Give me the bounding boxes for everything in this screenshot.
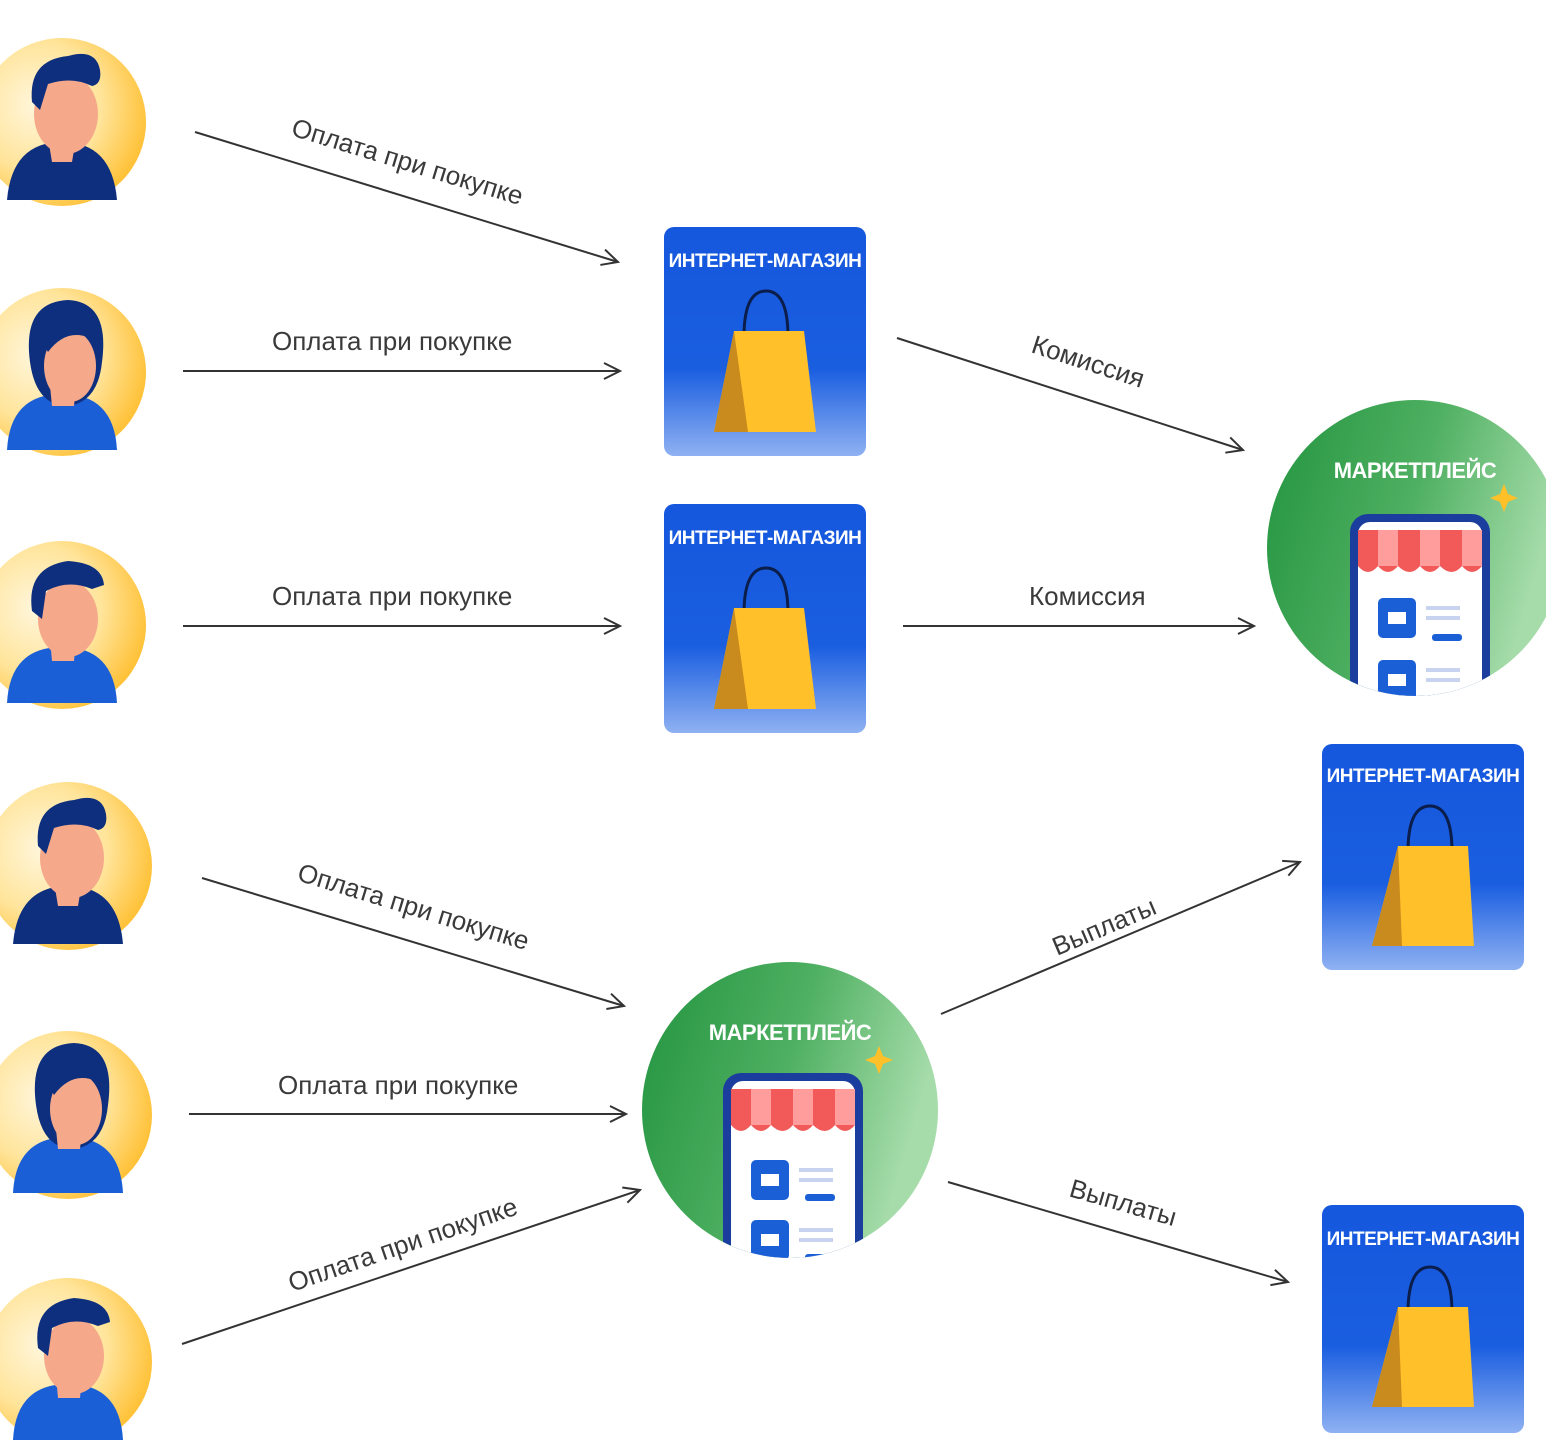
bottom-buyer-2	[0, 1031, 152, 1199]
bottom-payment-arrow-3	[181, 1190, 640, 1345]
marketplace-title: МАРКЕТПЛЕЙС	[1334, 458, 1497, 483]
bottom-payout-arrow-1	[940, 862, 1300, 1015]
female-buyer-icon	[0, 288, 146, 456]
bottom-payout-label-1: Выплаты	[1048, 891, 1161, 962]
top-marketplace: МАРКЕТПЛЕЙС	[1267, 400, 1546, 696]
top-commission-label-2: Комиссия	[1029, 581, 1146, 611]
shopping-bag-icon	[714, 289, 816, 432]
male-buyer-icon	[0, 541, 146, 709]
store-title: ИНТЕРНЕТ-МАГАЗИН	[1327, 1229, 1520, 1250]
top-payment-label-2: Оплата при покупке	[272, 326, 512, 356]
store-title: ИНТЕРНЕТ-МАГАЗИН	[669, 251, 862, 272]
store-title: ИНТЕРНЕТ-МАГАЗИН	[669, 528, 862, 549]
top-buyer-1	[0, 38, 146, 206]
top-store-2: ИНТЕРНЕТ-МАГАЗИН	[664, 504, 866, 733]
bottom-payout-arrow-2	[947, 1181, 1288, 1282]
bottom-payment-label-2: Оплата при покупке	[278, 1070, 518, 1100]
top-commission-arrow-1	[896, 337, 1243, 450]
shopping-bag-icon	[1372, 804, 1474, 946]
top-payment-arrow-1	[194, 131, 618, 262]
marketplace-title: МАРКЕТПЛЕЙС	[709, 1020, 872, 1045]
bottom-buyer-3	[0, 1278, 152, 1440]
male-buyer-icon	[0, 38, 146, 206]
sparkle-icon	[865, 1046, 893, 1074]
top-payment-label-3: Оплата при покупке	[272, 581, 512, 611]
top-buyer-2	[0, 288, 146, 456]
bottom-marketplace: МАРКЕТПЛЕЙС	[642, 962, 938, 1258]
top-commission-label-1: Комиссия	[1028, 329, 1148, 394]
bottom-store-1: ИНТЕРНЕТ-МАГАЗИН	[1322, 744, 1524, 970]
shopping-bag-icon	[714, 566, 816, 709]
phone-shop-icon	[723, 1073, 863, 1258]
top-scheme: Оплата при покупке Оплата при покупке Оп…	[0, 38, 1546, 733]
bottom-payment-arrow-1	[201, 877, 624, 1006]
bottom-payment-label-3: Оплата при покупке	[284, 1191, 521, 1298]
sparkle-icon	[1490, 484, 1518, 512]
female-buyer-icon	[0, 1031, 152, 1199]
top-store-1: ИНТЕРНЕТ-МАГАЗИН	[664, 227, 866, 456]
phone-shop-icon	[1350, 514, 1490, 696]
male-buyer-icon	[0, 1278, 152, 1440]
shopping-bag-icon	[1372, 1265, 1474, 1407]
top-buyer-3	[0, 541, 146, 709]
store-title: ИНТЕРНЕТ-МАГАЗИН	[1327, 766, 1520, 787]
top-payment-label-1: Оплата при покупке	[288, 112, 527, 211]
bottom-buyer-1	[0, 782, 152, 950]
bottom-scheme: Оплата при покупке Оплата при покупке Оп…	[0, 744, 1524, 1440]
bottom-store-2: ИНТЕРНЕТ-МАГАЗИН	[1322, 1205, 1524, 1433]
male-buyer-icon	[0, 782, 152, 950]
bottom-payout-label-2: Выплаты	[1066, 1173, 1180, 1232]
